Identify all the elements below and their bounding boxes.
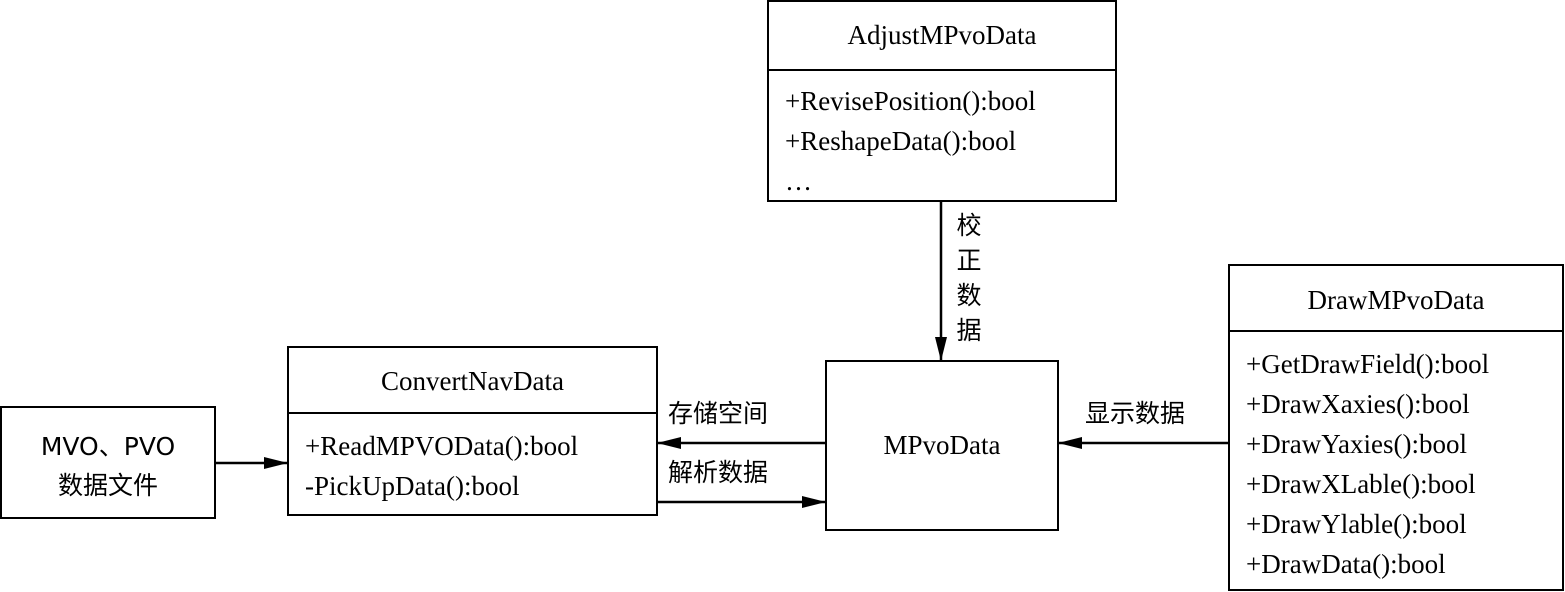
adjust-member: +ReshapeData():bool	[785, 126, 1017, 156]
draw-member: +DrawData():bool	[1246, 549, 1446, 579]
adjust-class-box: AdjustMPvoData +RevisePosition():bool +R…	[767, 0, 1117, 202]
draw-class-divider	[1230, 330, 1562, 332]
edge-label-display: 显示数据	[1085, 399, 1186, 428]
draw-member: +GetDrawField():bool	[1246, 349, 1490, 379]
draw-class-box: DrawMPvoData +GetDrawField():bool +DrawX…	[1228, 264, 1564, 591]
adjust-member: …	[785, 166, 812, 196]
edge-label-correct-char: 正	[956, 246, 982, 275]
adjust-member: +RevisePosition():bool	[785, 86, 1036, 116]
draw-class-members: +GetDrawField():bool +DrawXaxies():bool …	[1230, 344, 1562, 584]
edge-label-correct-char: 数	[956, 281, 982, 310]
edge-label-correct-char: 校	[956, 211, 982, 240]
data-class-name: MPvoData	[883, 430, 1001, 460]
source-file-line-2: 数据文件	[57, 471, 158, 500]
data-class-box: MPvoData	[825, 360, 1059, 531]
draw-member: +DrawXaxies():bool	[1246, 389, 1470, 419]
edge-label-correct-char: 据	[956, 316, 982, 345]
adjust-class-name: AdjustMPvoData	[847, 20, 1037, 50]
draw-member: +DrawYlable():bool	[1246, 509, 1467, 539]
edge-label-parse: 解析数据	[668, 458, 769, 487]
draw-member: +DrawYaxies():bool	[1246, 429, 1467, 459]
edge-label-store: 存储空间	[668, 399, 769, 428]
convert-class-name: ConvertNavData	[381, 366, 564, 396]
adjust-class-members: +RevisePosition():bool +ReshapeData():bo…	[769, 81, 1115, 201]
convert-class-box: ConvertNavData +ReadMPVOData():bool -Pic…	[287, 346, 658, 516]
source-file-line-1: MVO、PVO	[40, 432, 176, 461]
draw-member: +DrawXLable():bool	[1246, 469, 1476, 499]
convert-member: -PickUpData():bool	[305, 471, 520, 501]
edge-label-correct: 校 正 数 据	[952, 208, 986, 348]
source-file-box: MVO、PVO 数据文件	[0, 406, 216, 519]
convert-member: +ReadMPVOData():bool	[305, 431, 579, 461]
draw-class-name: DrawMPvoData	[1307, 285, 1485, 315]
adjust-class-divider	[769, 69, 1115, 71]
convert-class-members: +ReadMPVOData():bool -PickUpData():bool	[289, 426, 656, 506]
convert-class-divider	[289, 412, 656, 414]
